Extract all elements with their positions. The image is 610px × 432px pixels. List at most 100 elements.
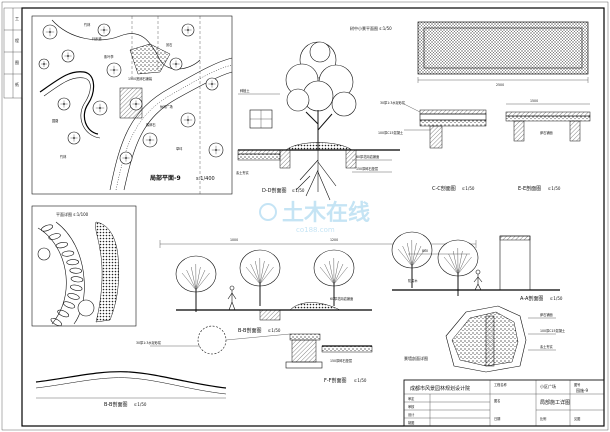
ee-dim: 1500 xyxy=(530,99,538,103)
project-label: 工程名称 xyxy=(494,382,508,387)
plan-trees xyxy=(38,23,224,165)
section-ee-scale: s:1/50 xyxy=(548,186,561,191)
plan-tree-symbol xyxy=(169,57,183,71)
stepping-stone xyxy=(57,309,70,318)
strip-char-3: 图 xyxy=(15,59,19,65)
drawing-name: 局部施工详图 xyxy=(540,399,570,406)
paving-grid-plan: 2500 xyxy=(417,21,589,87)
title-block: 成都市风景园林规划设计院 工程名称 小区广场 图号 园施-9 图名 局部施工详图… xyxy=(403,379,605,427)
stepping-stone xyxy=(70,284,83,291)
plan-tree-symbol xyxy=(129,97,143,111)
ff-note-2: 150厚碎石垫层 xyxy=(330,358,352,363)
pit-note-3: 150厚碎石垫层 xyxy=(356,166,378,171)
plan-label-9: 竹林 xyxy=(60,154,67,159)
elev-dim-2: 1200 xyxy=(330,238,338,242)
plan-tree-symbol xyxy=(181,23,195,37)
cc-note-2: 100厚C15混凝土 xyxy=(378,130,404,135)
stepping-stone xyxy=(50,317,62,327)
elevation-trees xyxy=(175,231,479,312)
plan-detail-title: 平面详图 s:1/100 xyxy=(56,211,89,217)
section-bb-title: B-B剖面图 xyxy=(238,327,262,334)
slope-section: B-B剖面图 s:1/50 xyxy=(35,371,227,408)
section-ff-scale: s:1/50 xyxy=(354,378,367,383)
project-name: 小区广场 xyxy=(540,383,556,389)
stepping-stone xyxy=(70,276,84,283)
plan-label-6: 园路 xyxy=(52,118,59,123)
plan-scale: s:1/400 xyxy=(196,176,215,182)
row-check: 审核 xyxy=(408,404,415,409)
strip-char-1: 工 xyxy=(15,16,19,21)
pit-note-4: 素土夯实 xyxy=(236,170,249,175)
wall-detail-title: 景墙剖面详图 xyxy=(404,355,428,361)
plan-tree-symbol xyxy=(180,112,196,128)
section-ff-title: F-F剖面图 xyxy=(324,377,347,384)
stepping-stone xyxy=(66,259,79,266)
section-bb-scale: s:1/50 xyxy=(268,328,281,333)
stepping-stone xyxy=(48,233,61,240)
drawing-number: 园施-9 xyxy=(576,387,588,393)
section-bb2-title: B-B剖面图 xyxy=(104,401,128,408)
grid-dim: 2500 xyxy=(496,83,504,87)
elevation-tree xyxy=(175,255,217,312)
plan-label-2: 行步道 xyxy=(92,36,102,41)
elev-note-1: 60厚花岗岩铺面 xyxy=(330,296,353,301)
plan-tree-symbol xyxy=(106,62,122,78)
company-name: 成都市风景园林规划设计院 xyxy=(410,385,470,392)
plan-tree-symbol xyxy=(42,24,58,40)
right-elevation: 800 防腐木 A-A剖面图 s:1/50 xyxy=(392,235,563,302)
watermark-text: 土木在线 xyxy=(282,200,370,226)
section-dd-scale: s:1/50 xyxy=(292,188,305,193)
section-cc: 30厚1:3水泥砂浆 100厚C15混凝土 C-C剖面图 s:1/50 xyxy=(378,100,487,192)
date-label: 日期 xyxy=(494,416,500,421)
plan-detail: 平面详图 s:1/100 xyxy=(31,205,137,327)
number-label: 图号 xyxy=(574,382,580,387)
person-figure-2 xyxy=(473,269,483,291)
plan-label-10: 草坪 xyxy=(176,146,183,151)
plan-label-5: 1500宽卵石铺装 xyxy=(128,76,153,81)
pit-note-2: 60厚花岗岩铺面 xyxy=(356,154,379,159)
pit-note-1: 种植土 xyxy=(240,88,250,93)
section-dd-title: D-D剖面图 xyxy=(262,187,287,194)
stepping-stone xyxy=(67,293,80,300)
stepping-stone xyxy=(55,242,69,249)
elevation-view: 1000 1200 60厚花岗岩铺面 B-B剖面图 s:1/50 xyxy=(159,238,477,334)
plan-title: 局部平面-9 xyxy=(149,174,181,182)
row-design: 设计 xyxy=(408,412,415,417)
plan-tree-symbol xyxy=(205,77,219,91)
row-draw: 制图 xyxy=(408,420,414,425)
site-plan-labels: 竹林 行步道 紫叶李 景石 1500宽卵石铺装 园路 休闲广场 鹅卵石 竹林 草… xyxy=(52,22,215,182)
stepping-stone xyxy=(61,250,75,257)
ff-note-1: 30厚1:3水泥砂浆 xyxy=(136,340,162,345)
elevation-tree xyxy=(313,249,355,306)
section-aa-scale: s:1/50 xyxy=(550,296,563,301)
plan-tree-symbol xyxy=(97,23,111,37)
plan-tree-symbol xyxy=(142,132,158,148)
plan-label-1: 竹林 xyxy=(84,22,91,27)
tree-pit-title: 树中小景平面图 s:1/50 xyxy=(350,25,392,31)
wall-dim: 800 xyxy=(422,249,428,253)
watermark: 土木在线 co188.com xyxy=(259,200,370,234)
cc-note-1: 30厚1:3水泥砂浆 xyxy=(380,100,406,105)
section-ee-title: E-E剖面图 xyxy=(518,185,541,192)
plan-tree-symbol xyxy=(67,131,81,145)
strip-char-2: 程 xyxy=(15,37,19,43)
tree-pit-section: 树中小景平面图 s:1/50 种植土 60厚花 xyxy=(236,25,400,201)
stepping-stone xyxy=(63,301,76,309)
plan-tree-symbol xyxy=(119,151,133,165)
scale-value: 见图 xyxy=(574,417,580,421)
elevation-tree xyxy=(239,249,281,306)
person-figure xyxy=(227,285,237,311)
plan-tree-symbol xyxy=(38,58,50,70)
stepping-stone xyxy=(69,267,83,274)
watermark-url: co188.com xyxy=(296,226,335,234)
wall-note-2: 100厚C15混凝土 xyxy=(540,328,566,333)
plan-tree-symbol xyxy=(61,49,75,63)
right-note-1: 防腐木 xyxy=(408,278,418,283)
left-title-strip: 工 程 图 纸 xyxy=(3,7,23,99)
elev-dim-1: 1000 xyxy=(230,238,238,242)
row-approve: 审定 xyxy=(408,396,415,401)
ee-note: 卵石铺面 xyxy=(540,130,553,135)
section-cc-title: C-C剖面图 xyxy=(432,185,456,192)
